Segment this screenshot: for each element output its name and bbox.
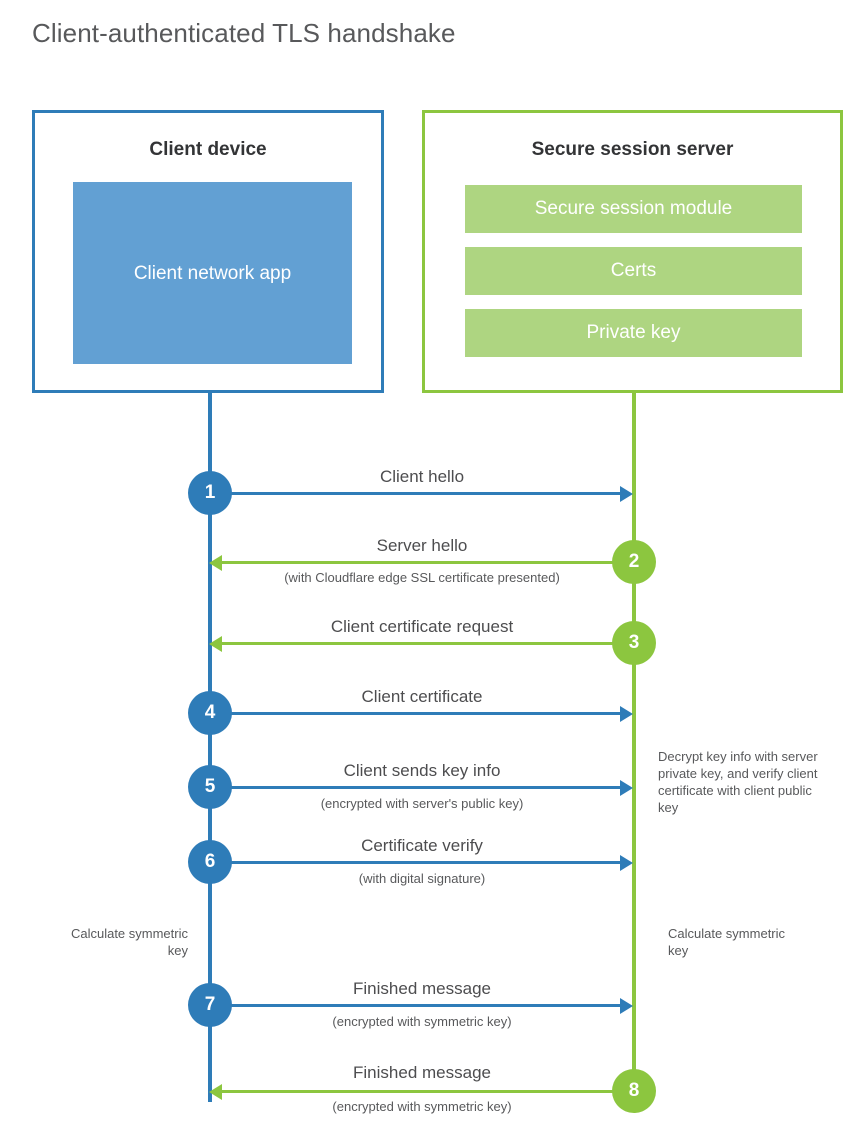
message-sublabel-6: (with digital signature) bbox=[358, 871, 486, 886]
server-chip-private-key: Private key bbox=[465, 309, 802, 357]
message-label-4: Client certificate bbox=[361, 687, 483, 706]
message-sublabel-2: (with Cloudflare edge SSL certificate pr… bbox=[284, 570, 560, 585]
step-badge-6: 6 bbox=[188, 840, 232, 884]
message-sublabel-7: (encrypted with symmetric key) bbox=[332, 1014, 512, 1029]
message-sublabel-8: (encrypted with symmetric key) bbox=[332, 1099, 512, 1114]
server-component-stack: Secure session module Certs Private key bbox=[465, 185, 802, 357]
message-label-3: Client certificate request bbox=[330, 617, 514, 636]
secure-session-server-title: Secure session server bbox=[531, 139, 734, 160]
client-network-app-block: Client network app bbox=[73, 182, 352, 364]
step-badge-8: 8 bbox=[612, 1069, 656, 1113]
message-sublabel-5: (encrypted with server's public key) bbox=[320, 796, 524, 811]
client-device-title: Client device bbox=[149, 139, 267, 160]
step-badge-4: 4 bbox=[188, 691, 232, 735]
message-label-2: Server hello bbox=[376, 536, 468, 555]
arrow-line-4 bbox=[210, 712, 620, 715]
step-badge-1: 1 bbox=[188, 471, 232, 515]
server-chip-certs: Certs bbox=[465, 247, 802, 295]
arrow-line-6 bbox=[210, 861, 620, 864]
client-device-box: Client device Client network app bbox=[32, 110, 384, 393]
page-title: Client-authenticated TLS handshake bbox=[32, 18, 456, 48]
client-lifeline bbox=[208, 392, 212, 1102]
arrow-line-7 bbox=[210, 1004, 620, 1007]
step-badge-2: 2 bbox=[612, 540, 656, 584]
arrow-head-4 bbox=[620, 706, 633, 722]
message-label-5: Client sends key info bbox=[343, 761, 501, 780]
secure-session-server-box: Secure session server Secure session mod… bbox=[422, 110, 843, 393]
message-label-1: Client hello bbox=[379, 467, 465, 486]
arrow-head-3 bbox=[209, 636, 222, 652]
message-label-6: Certificate verify bbox=[361, 836, 483, 855]
arrow-head-6 bbox=[620, 855, 633, 871]
step-badge-5: 5 bbox=[188, 765, 232, 809]
arrow-line-3 bbox=[222, 642, 634, 645]
note-client-calculate-symmetric-key: Calculate symmetric key bbox=[70, 926, 188, 958]
arrow-line-5 bbox=[210, 786, 620, 789]
step-badge-7: 7 bbox=[188, 983, 232, 1027]
server-chip-secure-session-module: Secure session module bbox=[465, 185, 802, 233]
note-server-calculate-symmetric-key: Calculate symmetric key bbox=[668, 926, 786, 958]
arrow-head-2 bbox=[209, 555, 222, 571]
arrow-head-8 bbox=[209, 1084, 222, 1100]
message-label-8: Finished message bbox=[353, 1063, 491, 1082]
arrow-head-1 bbox=[620, 486, 633, 502]
message-label-7: Finished message bbox=[353, 979, 491, 998]
arrow-line-1 bbox=[210, 492, 620, 495]
server-lifeline bbox=[632, 392, 636, 1092]
arrow-head-5 bbox=[620, 780, 633, 796]
arrow-line-8 bbox=[222, 1090, 634, 1093]
note-server-decrypt: Decrypt key info with server private key… bbox=[658, 749, 818, 815]
step-badge-3: 3 bbox=[612, 621, 656, 665]
arrow-line-2 bbox=[222, 561, 634, 564]
arrow-head-7 bbox=[620, 998, 633, 1014]
